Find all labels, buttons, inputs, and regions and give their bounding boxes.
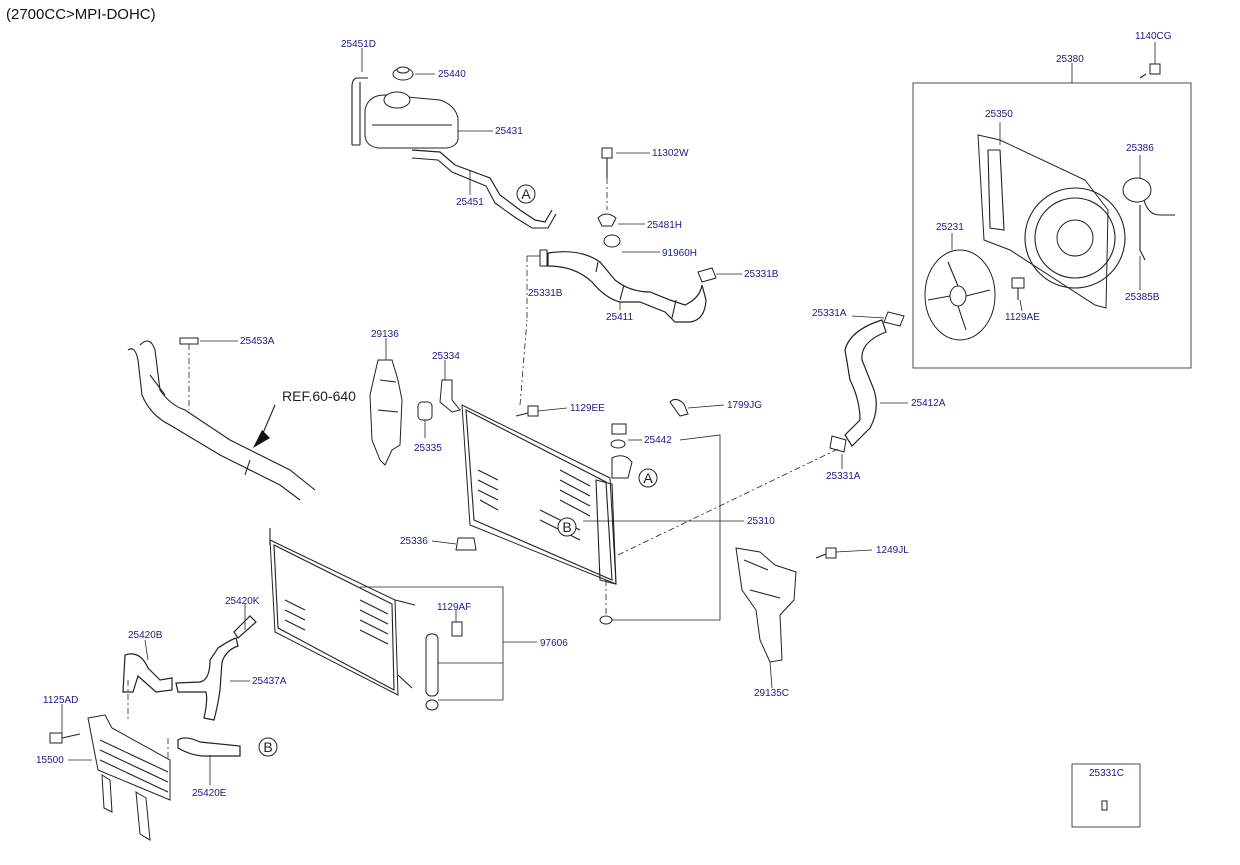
- air-guard-29135c[interactable]: [735, 547, 797, 663]
- clip-91960h[interactable]: [603, 234, 621, 248]
- part-label-97606[interactable]: 97606: [540, 638, 568, 649]
- part-label-25412a[interactable]: 25412A: [911, 398, 946, 409]
- svg-text:A: A: [643, 470, 653, 486]
- part-label-25331a-upper[interactable]: 25331A: [812, 308, 847, 319]
- part-label-25336[interactable]: 25336: [400, 536, 428, 547]
- insulator-25335[interactable]: [417, 401, 433, 421]
- part-label-25437a[interactable]: 25437A: [252, 676, 287, 687]
- diagram-title: (2700CC>MPI-DOHC): [6, 6, 156, 23]
- part-label-25451[interactable]: 25451: [456, 197, 484, 208]
- part-label-1799jg[interactable]: 1799JG: [727, 400, 762, 411]
- part-label-25310[interactable]: 25310: [747, 516, 775, 527]
- ref-arrow: [253, 404, 276, 448]
- air-guard-29136[interactable]: [369, 359, 403, 466]
- bolt-1129ae[interactable]: [1011, 277, 1025, 300]
- part-label-25385b[interactable]: 25385B: [1125, 292, 1160, 303]
- hose-25420e[interactable]: [177, 737, 241, 757]
- mount-25336[interactable]: [455, 537, 477, 551]
- fan-assembly-box: [912, 82, 1192, 369]
- hose-25420b[interactable]: [122, 653, 173, 693]
- oil-cooler-15500[interactable]: [87, 680, 171, 841]
- pipe-25437a[interactable]: [175, 637, 239, 721]
- part-label-29135c[interactable]: 29135C: [754, 688, 789, 699]
- part-label-25420b[interactable]: 25420B: [128, 630, 163, 641]
- part-label-25331a-lower[interactable]: 25331A: [826, 471, 861, 482]
- reservoir-tank-25431[interactable]: [364, 91, 459, 149]
- receiver-dryer[interactable]: [425, 633, 439, 711]
- hose-route-a: [519, 319, 528, 406]
- part-label-15500[interactable]: 15500: [36, 755, 64, 766]
- svg-text:A: A: [521, 186, 531, 202]
- marker-b-radiator: B: [557, 517, 577, 537]
- marker-a-radiator: A: [638, 468, 658, 488]
- part-label-25420e[interactable]: 25420E: [192, 788, 227, 799]
- part-label-25331b-right[interactable]: 25331B: [744, 269, 779, 280]
- part-label-29136[interactable]: 29136: [371, 329, 399, 340]
- part-label-25453a[interactable]: 25453A: [240, 336, 275, 347]
- bracket-25334[interactable]: [439, 379, 461, 413]
- clip-1799jg[interactable]: [669, 398, 689, 417]
- shroud-25350[interactable]: [977, 134, 1126, 309]
- svg-text:B: B: [263, 739, 272, 755]
- part-label-25350[interactable]: 25350: [985, 109, 1013, 120]
- part-label-25442[interactable]: 25442: [644, 435, 672, 446]
- part-label-25420k[interactable]: 25420K: [225, 596, 260, 607]
- clamp-25331c-box: [1071, 763, 1141, 828]
- part-label-1249jl[interactable]: 1249JL: [876, 545, 909, 556]
- part-label-25411[interactable]: 25411: [606, 312, 634, 323]
- bolt-1129af[interactable]: [451, 621, 463, 637]
- part-label-25331c[interactable]: 25331C: [1089, 768, 1124, 779]
- part-labels: 25451D 25440 25431 25451 11302W 25481H 9…: [36, 31, 1172, 799]
- motor-25386[interactable]: [1122, 177, 1175, 261]
- drain-cap-25442[interactable]: [610, 423, 633, 479]
- bolt-1140cg[interactable]: [1139, 63, 1161, 79]
- marker-a-upper: A: [516, 184, 536, 204]
- part-label-25386[interactable]: 25386: [1126, 143, 1154, 154]
- clamp-25331b-right[interactable]: [697, 267, 717, 283]
- marker-b-hose: B: [258, 737, 278, 757]
- upper-hose-25411[interactable]: [547, 251, 707, 323]
- part-label-25451d[interactable]: 25451D: [341, 39, 376, 50]
- part-label-25481h[interactable]: 25481H: [647, 220, 682, 231]
- part-label-1129af[interactable]: 1129AF: [437, 602, 471, 613]
- bracket-25453a[interactable]: [127, 337, 316, 501]
- part-label-25335[interactable]: 25335: [414, 443, 442, 454]
- bolt-1129ee[interactable]: [515, 405, 539, 417]
- part-label-25334[interactable]: 25334: [432, 351, 460, 362]
- clamp-25481h[interactable]: [597, 213, 617, 227]
- part-label-1129ee[interactable]: 1129EE: [570, 403, 605, 414]
- reservoir-hose-25451d[interactable]: [351, 77, 368, 146]
- ref-label[interactable]: REF.60-640: [282, 388, 356, 404]
- drain-plug[interactable]: [599, 580, 613, 625]
- part-label-25231[interactable]: 25231: [936, 222, 964, 233]
- part-label-25380[interactable]: 25380: [1056, 54, 1084, 65]
- fan-25231[interactable]: [924, 249, 996, 341]
- clamp-25331a-lower[interactable]: [829, 435, 847, 453]
- part-label-25431[interactable]: 25431: [495, 126, 523, 137]
- hose-route-b: [617, 447, 841, 556]
- reservoir-cap-25440[interactable]: [392, 66, 414, 81]
- condenser-97606[interactable]: [269, 528, 416, 696]
- svg-text:B: B: [562, 519, 571, 535]
- clamp-25331b-left[interactable]: [526, 249, 548, 320]
- bolt-1249jl[interactable]: [815, 547, 837, 559]
- part-label-25331b-left[interactable]: 25331B: [528, 288, 563, 299]
- radiator-25310[interactable]: [461, 404, 617, 585]
- overflow-hose-25451[interactable]: [411, 149, 557, 229]
- bolt-1125ad[interactable]: [49, 732, 81, 744]
- clamp-25331c[interactable]: [1101, 800, 1108, 811]
- part-label-1125ad[interactable]: 1125AD: [43, 695, 78, 706]
- clamp-25331a-upper[interactable]: [883, 311, 905, 327]
- part-label-25440[interactable]: 25440: [438, 69, 466, 80]
- bolt-11302w[interactable]: [601, 147, 613, 210]
- leader-lines: [61, 42, 1156, 785]
- lower-hose-25412a[interactable]: [844, 319, 887, 447]
- part-label-91960h[interactable]: 91960H: [662, 248, 697, 259]
- part-label-11302w[interactable]: 11302W: [652, 148, 689, 159]
- part-label-1129ae[interactable]: 1129AE: [1005, 312, 1040, 323]
- part-label-1140cg[interactable]: 1140CG: [1135, 31, 1172, 42]
